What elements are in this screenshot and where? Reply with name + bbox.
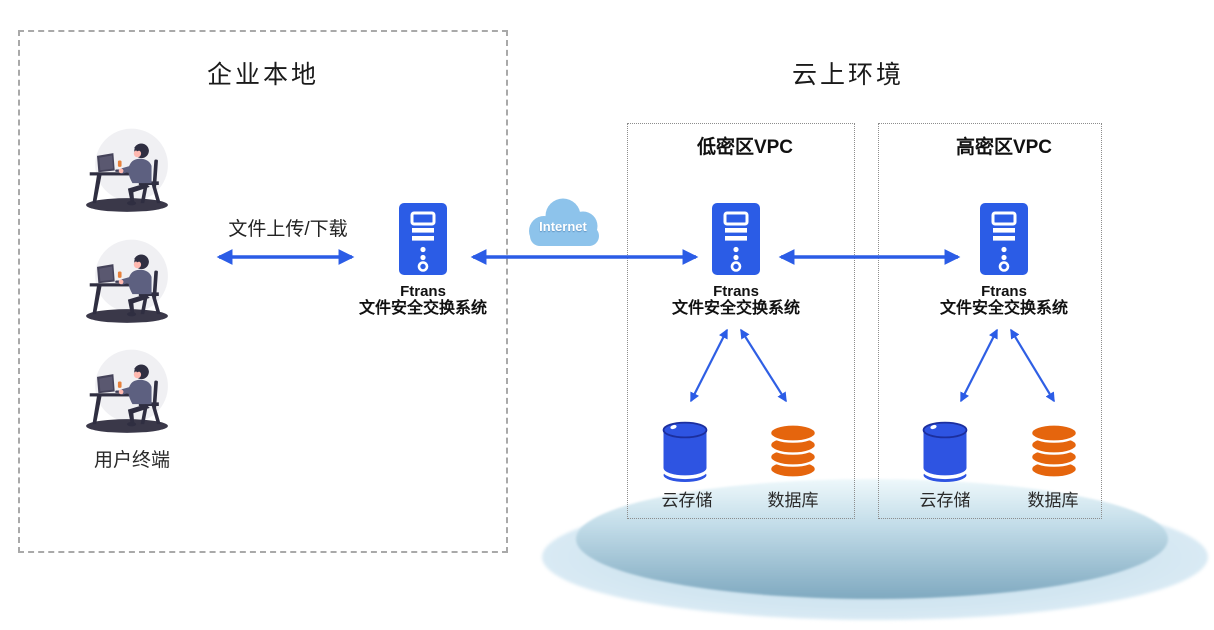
user-workstation-illustration: [86, 239, 168, 323]
user-workstation-illustration: [86, 128, 168, 212]
cloud-platform-inner-ellipse: [576, 479, 1168, 599]
enterprise-local-title: 企业本地: [206, 61, 319, 89]
enterprise-local-zone-box: [18, 30, 508, 553]
arrow-vpc2-storage: [960, 328, 998, 403]
cloud-storage-icon: [662, 421, 708, 482]
low-security-vpc-box: [627, 123, 855, 519]
high-security-vpc-box: [878, 123, 1102, 519]
ftrans-server-icon: [399, 203, 447, 275]
server-subtitle: 文件安全交换系统: [671, 300, 800, 317]
ftrans-server-icon: [980, 203, 1028, 275]
database-label: 数据库: [1027, 491, 1079, 510]
user-workstation-illustration: [86, 349, 168, 433]
internet-label: Internet: [539, 219, 587, 234]
database-icon: [768, 423, 818, 479]
ftrans-server-label: Ftrans 文件安全交换系统: [656, 283, 816, 318]
high-security-vpc-title: 高密区VPC: [955, 137, 1053, 158]
server-name: Ftrans: [400, 283, 446, 300]
arrow-vpc1-storage: [690, 328, 728, 403]
low-security-vpc-title: 低密区VPC: [696, 137, 794, 158]
server-subtitle: 文件安全交换系统: [358, 300, 487, 317]
arrow-vpc2-database: [1010, 328, 1055, 403]
server-name: Ftrans: [713, 283, 759, 300]
database-label: 数据库: [767, 491, 819, 510]
cloud-storage-label: 云存储: [919, 491, 971, 510]
cloud-storage-icon: [922, 421, 968, 482]
ftrans-server-label: Ftrans 文件安全交换系统: [343, 283, 503, 318]
server-subtitle: 文件安全交换系统: [939, 300, 1068, 317]
arrow-vpc1-database: [740, 328, 787, 403]
ftrans-server-icon: [712, 203, 760, 275]
cloud-environment-title: 云上环境: [791, 61, 904, 89]
internet-cloud-icon: [529, 198, 599, 246]
ftrans-server-label: Ftrans 文件安全交换系统: [924, 283, 1084, 318]
user-terminal-label: 用户终端: [93, 450, 170, 471]
cloud-storage-label: 云存储: [661, 491, 713, 510]
server-name: Ftrans: [981, 283, 1027, 300]
file-transfer-label: 文件上传/下载: [228, 219, 348, 240]
database-icon: [1029, 423, 1079, 479]
